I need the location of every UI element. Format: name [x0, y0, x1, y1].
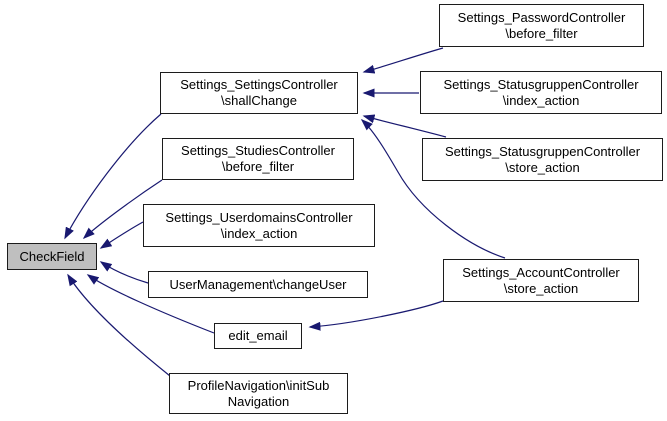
node-settings-statusgruppencontroller-index-action[interactable]: Settings_StatusgruppenController \index_… — [420, 71, 662, 114]
node-settings-statusgruppencontroller-store-action[interactable]: Settings_StatusgruppenController \store_… — [422, 138, 663, 181]
node-label-line2: \before_filter — [505, 25, 578, 41]
node-edit-email[interactable]: edit_email — [214, 323, 302, 349]
node-label-line1: Settings_SettingsController — [180, 77, 338, 92]
node-label-line1: Settings_UserdomainsController — [165, 209, 353, 225]
node-settings-studiescontroller-before-filter[interactable]: Settings_StudiesController \before_filte… — [162, 138, 354, 180]
edge-shallchange-to-checkfield — [64, 113, 162, 240]
node-label: UserManagement\changeUser — [169, 276, 347, 292]
edge-studies-to-checkfield — [82, 179, 163, 240]
node-settings-userdomainscontroller-index-action[interactable]: Settings_UserdomainsController \index_ac… — [143, 204, 375, 247]
edge-usermanagement-to-checkfield — [99, 261, 149, 284]
node-label-line2: \index_action — [502, 92, 580, 108]
edge-editemail-to-checkfield — [86, 274, 215, 334]
node-label-line2: \shallChange — [221, 93, 297, 108]
node-label-line2: Navigation — [227, 393, 290, 409]
node-label-line2: \store_action — [503, 280, 579, 296]
node-label-line1: Settings_AccountController — [462, 264, 620, 280]
node-label-line2: \store_action — [505, 159, 580, 175]
node-label-line2: \index_action — [220, 225, 298, 241]
node-settings-passwordcontroller-before-filter[interactable]: Settings_PasswordController \before_filt… — [439, 4, 644, 47]
edge-userdomains-to-checkfield — [99, 221, 144, 249]
edge-password-to-shallchange — [362, 47, 444, 74]
node-label: edit_email — [228, 328, 288, 343]
node-label-line2: \before_filter — [221, 159, 295, 174]
node-label-line1: ProfileNavigation\initSub — [187, 377, 330, 393]
node-label-line1: Settings_PasswordController — [457, 9, 626, 25]
node-label: CheckField — [19, 248, 85, 264]
edge-statusgruppenstore-to-shallchange — [362, 114, 447, 138]
node-settings-accountcontroller-store-action[interactable]: Settings_AccountController \store_action — [443, 259, 639, 302]
node-usermanagement-changeuser[interactable]: UserManagement\changeUser — [148, 271, 368, 298]
node-label-line1: Settings_StatusgruppenController — [443, 76, 639, 92]
node-label-line1: Settings_StatusgruppenController — [444, 143, 641, 159]
node-checkfield: CheckField — [7, 243, 97, 270]
edge-account-to-editemail — [308, 300, 444, 331]
node-settings-settingscontroller-shallchange[interactable]: Settings_SettingsController \shallChange — [160, 72, 358, 114]
node-label-line1: Settings_StudiesController — [181, 143, 335, 158]
edge-profilenav-to-checkfield — [67, 273, 171, 377]
node-profilenavigation-initsubnavigation[interactable]: ProfileNavigation\initSub Navigation — [169, 373, 348, 414]
edge-account-to-shallchange — [360, 118, 506, 259]
